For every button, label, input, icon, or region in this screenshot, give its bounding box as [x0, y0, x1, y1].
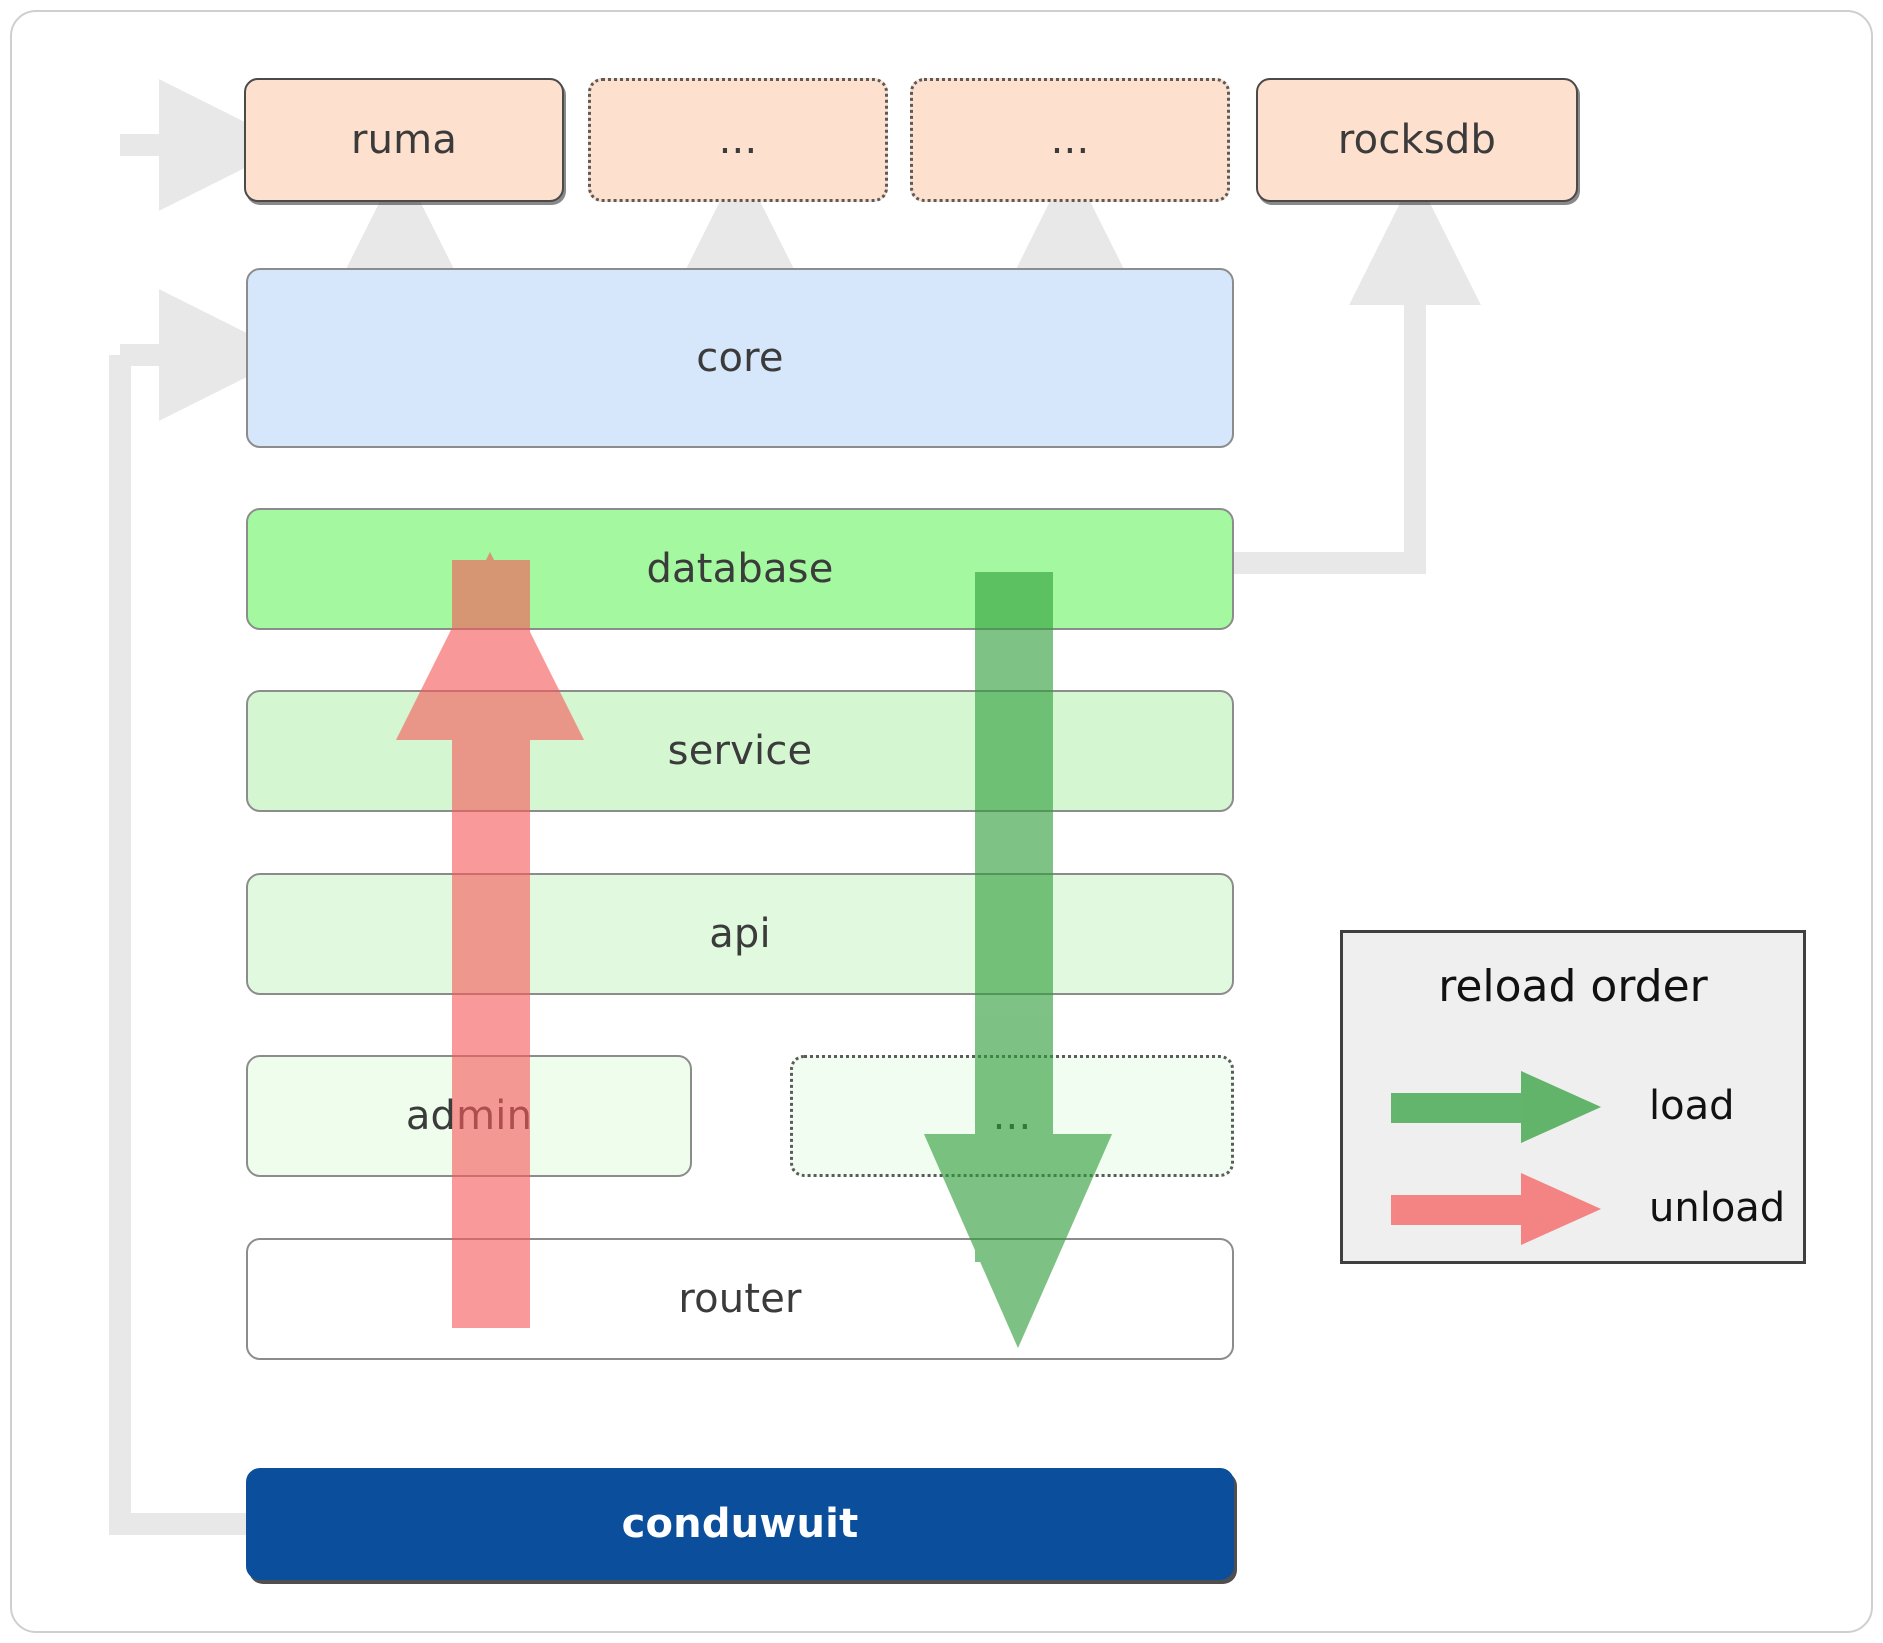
legend-item-load: load — [1343, 1061, 1803, 1151]
box-ellipsis-1-label: ... — [718, 117, 758, 163]
box-ellipsis-2-label: ... — [1050, 117, 1090, 163]
unload-legend-icon — [1391, 1173, 1601, 1245]
box-rocksdb-label: rocksdb — [1337, 117, 1497, 163]
box-admin[interactable]: admin — [246, 1055, 692, 1177]
legend-label-unload: unload — [1649, 1185, 1786, 1231]
box-ellipsis-2[interactable]: ... — [910, 78, 1230, 202]
box-core[interactable]: core — [246, 268, 1234, 448]
box-api[interactable]: api — [246, 873, 1234, 995]
box-database-label: database — [646, 546, 834, 592]
box-rocksdb[interactable]: rocksdb — [1256, 78, 1578, 202]
box-router-label: router — [678, 1276, 802, 1322]
diagram-frame — [10, 10, 1873, 1633]
legend-title: reload order — [1438, 961, 1708, 1012]
box-ruma-label: ruma — [350, 117, 458, 163]
box-database[interactable]: database — [246, 508, 1234, 630]
box-conduwuit[interactable]: conduwuit — [246, 1468, 1234, 1580]
box-admin-label: admin — [405, 1093, 533, 1139]
legend-panel: reload order load unload — [1340, 930, 1806, 1264]
box-sub-ellipsis-label: ... — [992, 1093, 1032, 1139]
box-service-label: service — [667, 728, 813, 774]
legend-item-unload: unload — [1343, 1163, 1803, 1253]
box-ruma[interactable]: ruma — [244, 78, 564, 202]
box-sub-ellipsis[interactable]: ... — [790, 1055, 1234, 1177]
box-core-label: core — [696, 335, 784, 381]
box-service[interactable]: service — [246, 690, 1234, 812]
load-legend-icon — [1391, 1071, 1601, 1143]
box-api-label: api — [709, 911, 771, 957]
box-conduwuit-label: conduwuit — [621, 1501, 859, 1547]
box-router[interactable]: router — [246, 1238, 1234, 1360]
legend-label-load: load — [1649, 1083, 1735, 1129]
box-ellipsis-1[interactable]: ... — [588, 78, 888, 202]
